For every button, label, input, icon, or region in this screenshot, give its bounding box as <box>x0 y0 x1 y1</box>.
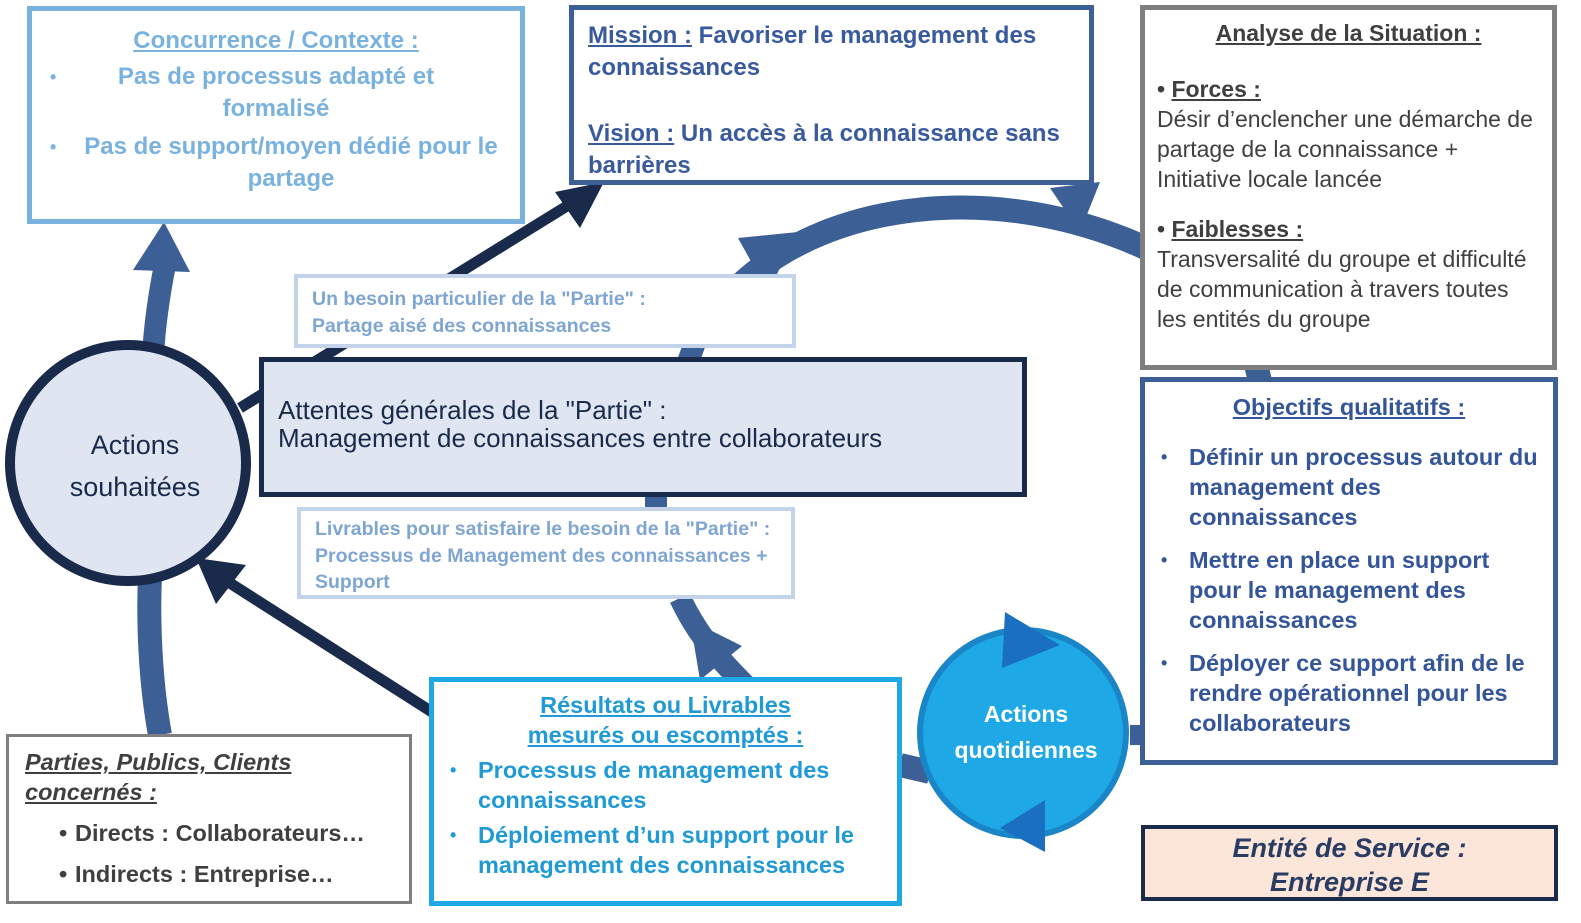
actions-souhaitees-line2: souhaitées <box>69 472 201 502</box>
attentes-box: Attentes générales de la "Partie" : Mana… <box>259 357 1027 497</box>
attentes-line2: Management de connaissances entre collab… <box>278 423 883 453</box>
objectifs-list: Définir un processus autour du managemen… <box>1145 442 1543 738</box>
quotidiennes-arrow-bottom <box>1000 800 1045 852</box>
vision-line: Vision : Un accès à la connaissance sans… <box>588 118 1075 182</box>
resultats-title-line2: mesurés ou escomptés : <box>527 722 804 748</box>
mission-text: Favoriser le management des connaissance… <box>588 22 1037 81</box>
faiblesses-label: Faiblesses : <box>1171 216 1304 242</box>
livrables-box: Livrables pour satisfaire le besoin de l… <box>297 507 795 599</box>
resultats-title-line1: Résultats ou Livrables <box>540 692 791 718</box>
parties-item: Indirects : Entreprise… <box>9 859 399 889</box>
objectifs-item: Définir un processus autour du managemen… <box>1145 442 1543 532</box>
analyse-box: Analyse de la Situation : • Forces : Dés… <box>1140 5 1557 370</box>
livrables-text: Livrables pour satisfaire le besoin de l… <box>315 518 771 593</box>
actions-quotidiennes-line1: Actions <box>983 701 1069 727</box>
entite-line2: Entreprise E <box>1269 867 1430 897</box>
vision-label: Vision : <box>588 120 675 147</box>
besoin-line1: Un besoin particulier de la "Partie" : <box>312 288 646 310</box>
cycle-arc-top <box>731 195 1156 294</box>
objectifs-item: Déployer ce support afin de le rendre op… <box>1145 648 1543 738</box>
concurrence-box: Concurrence / Contexte : Pas de processu… <box>27 6 525 224</box>
resultats-item: Déploiement d’un support pour le managem… <box>434 820 887 880</box>
concurrence-item: Pas de processus adapté et formalisé <box>50 61 500 125</box>
quotidiennes-arrow-top <box>1002 612 1060 668</box>
actions-quotidiennes-label: Actions quotidiennes <box>926 696 1126 768</box>
concurrence-list: Pas de processus adapté et formalisé Pas… <box>50 61 500 195</box>
concurrence-item: Pas de support/moyen dédié pour le parta… <box>50 131 500 195</box>
cycle-arrowhead-left <box>738 232 798 292</box>
arrow-resultats-to-actions <box>219 573 435 717</box>
actions-souhaitees-line1: Actions <box>90 430 180 460</box>
parties-item: Directs : Collaborateurs… <box>9 818 399 848</box>
entite-line1: Entité de Service : <box>1232 833 1467 863</box>
actions-souhaitees-label: Actions souhaitées <box>30 424 240 508</box>
resultats-box: Résultats ou Livrables mesurés ou escomp… <box>429 677 902 906</box>
parties-box: Parties, Publics, Clients concernés : Di… <box>6 734 412 904</box>
cycle-arrowhead-bottom <box>690 620 742 680</box>
arrowhead-to-concurrence <box>133 222 190 272</box>
resultats-item: Processus de management des connaissance… <box>434 755 887 815</box>
actions-quotidiennes-line2: quotidiennes <box>954 737 1098 763</box>
vision-text: Un accès à la connaissance sans barrière… <box>588 120 1060 179</box>
mission-line: Mission : Favoriser le management des co… <box>588 20 1075 84</box>
parties-title: Parties, Publics, Clients concernés : <box>25 749 292 805</box>
faiblesses-bullet: • <box>1157 216 1172 242</box>
attentes-line1: Attentes générales de la "Partie" : <box>278 395 667 425</box>
resultats-title: Résultats ou Livrables mesurés ou escomp… <box>434 690 887 750</box>
parties-list: Directs : Collaborateurs… Indirects : En… <box>9 818 399 889</box>
forces-bullet: • <box>1157 76 1172 102</box>
entite-box: Entité de Service : Entreprise E <box>1141 825 1558 901</box>
cycle-arrowhead-top <box>1050 182 1100 232</box>
forces-text: Désir d’enclencher une démarche de parta… <box>1157 106 1533 192</box>
analyse-title: Analyse de la Situation : <box>1215 20 1482 46</box>
faiblesses-text: Transversalité du groupe et difficulté d… <box>1157 246 1527 332</box>
mission-vision-box: Mission : Favoriser le management des co… <box>569 5 1094 185</box>
forces-label: Forces : <box>1171 76 1261 102</box>
forces-heading: • Forces : <box>1157 74 1540 104</box>
faiblesses-heading: • Faiblesses : <box>1157 214 1540 244</box>
resultats-list: Processus de management des connaissance… <box>434 755 887 880</box>
connector-actions-concurrence <box>142 262 176 356</box>
objectifs-box: Objectifs qualitatifs : Définir un proce… <box>1140 377 1558 765</box>
connector-parties-actions <box>137 574 172 738</box>
concurrence-title: Concurrence / Contexte : <box>133 27 419 54</box>
arrowhead-to-actions <box>196 558 246 604</box>
besoin-box: Un besoin particulier de la "Partie" : P… <box>294 274 796 348</box>
actions-souhaitees-circle <box>5 340 251 586</box>
objectifs-title: Objectifs qualitatifs : <box>1232 394 1466 420</box>
arrowhead-to-mission <box>555 182 604 228</box>
mission-label: Mission : <box>588 22 693 49</box>
besoin-line2: Partage aisé des connaissances <box>312 315 612 337</box>
objectifs-item: Mettre en place un support pour le manag… <box>1145 545 1543 635</box>
